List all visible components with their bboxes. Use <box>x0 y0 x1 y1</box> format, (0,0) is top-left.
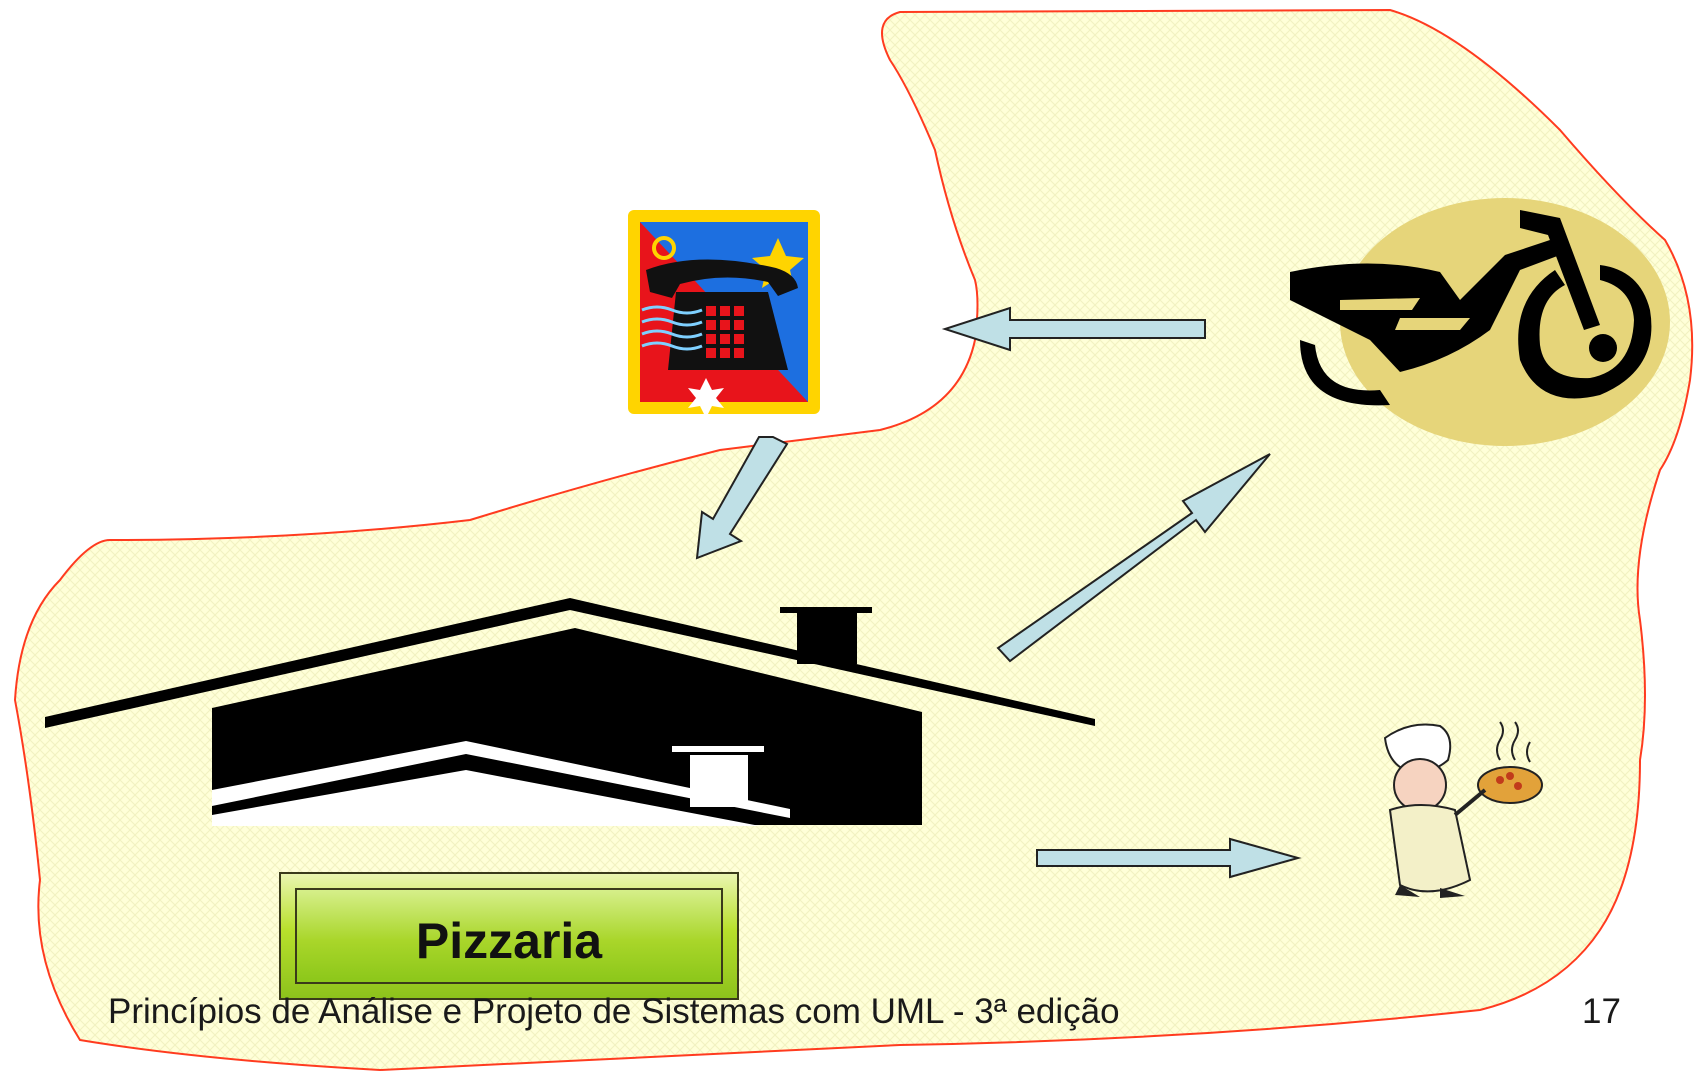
page-number: 17 <box>1582 992 1621 1032</box>
footer-book-title: Princípios de Análise e Projeto de Siste… <box>108 992 1120 1032</box>
pizzaria-label: Pizzaria <box>281 912 737 970</box>
delivery-area-region <box>15 10 1692 1070</box>
pizzaria-label-box: Pizzaria <box>279 872 739 1000</box>
telephone-icon <box>628 210 820 418</box>
